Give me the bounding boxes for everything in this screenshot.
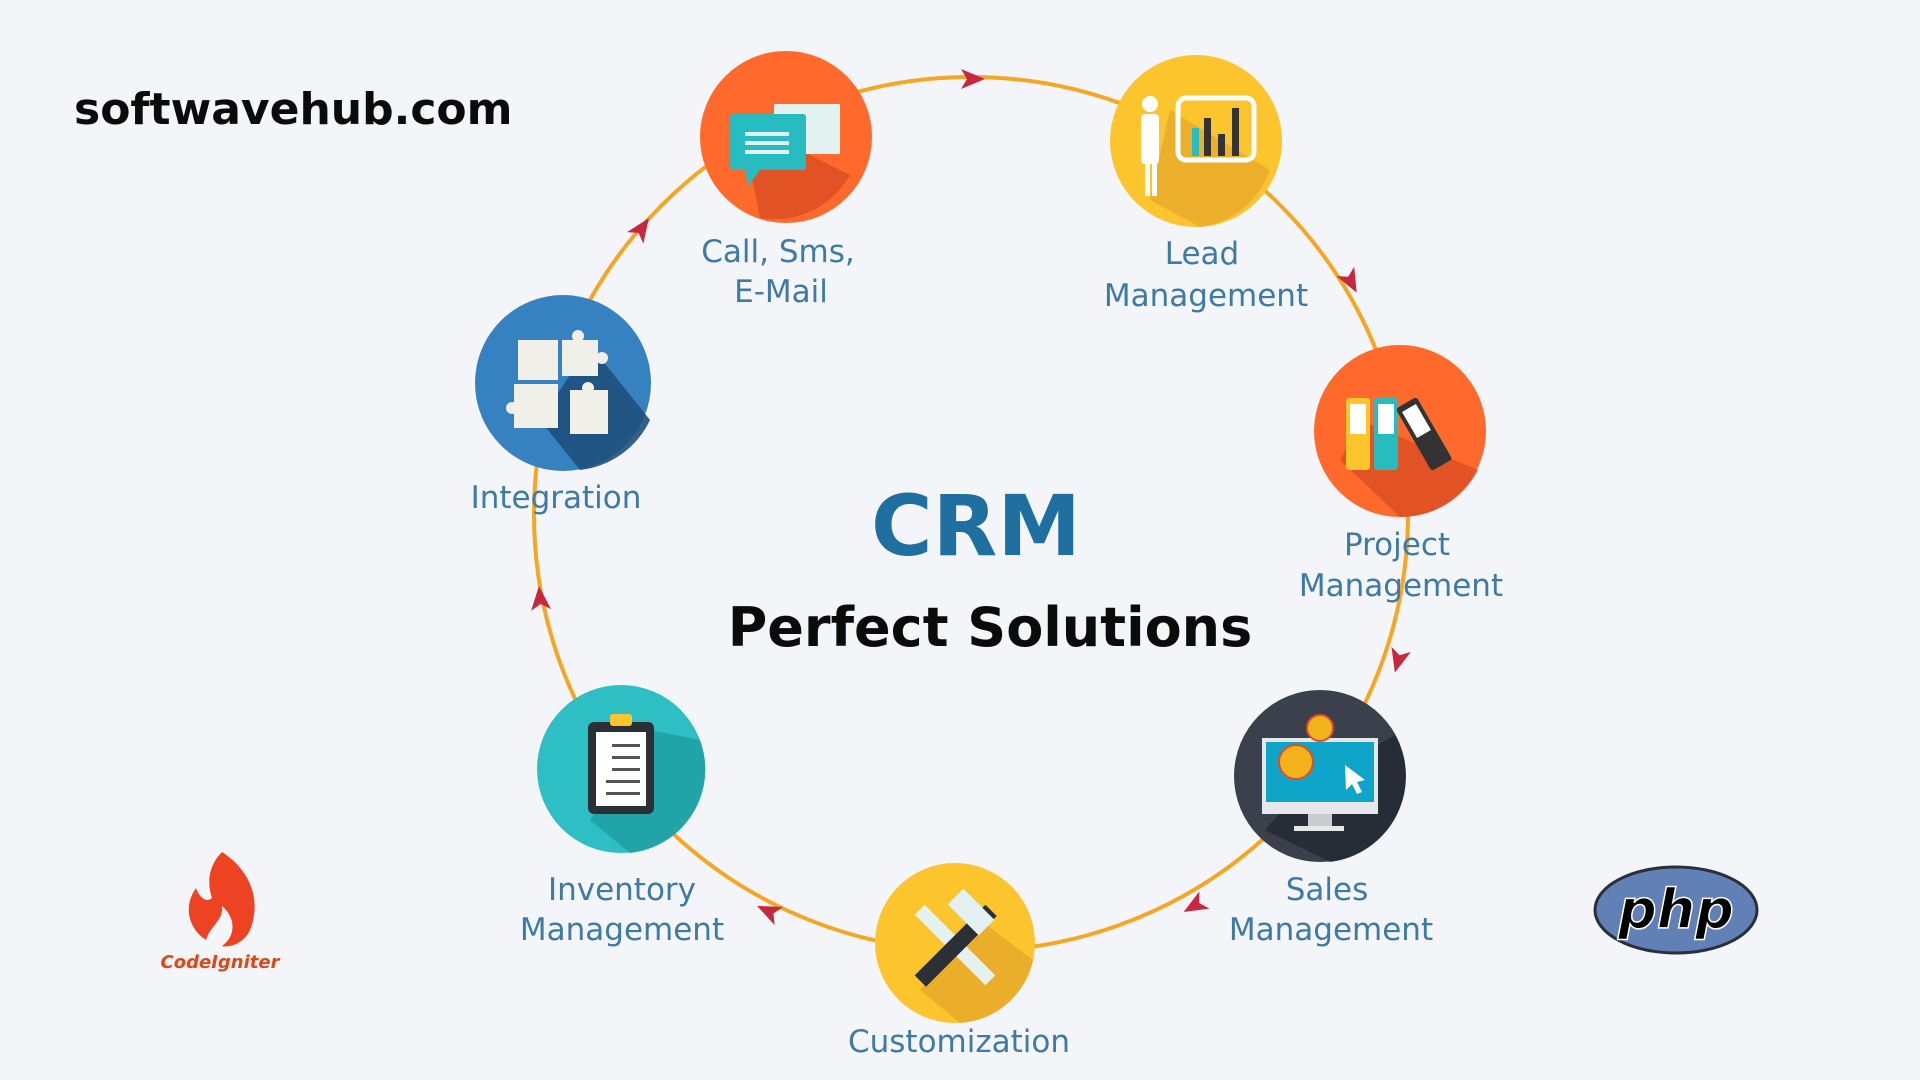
hammer-wrench-icon: [914, 888, 997, 987]
module-label: Project: [1344, 527, 1450, 563]
crm-subtitle: Perfect Solutions: [728, 596, 1253, 659]
flame-icon: [188, 852, 255, 947]
module-label: Call, Sms,: [701, 234, 854, 270]
module-label: Management: [520, 912, 724, 948]
arrow-icon: [757, 905, 784, 926]
module-label: Inventory: [548, 872, 696, 908]
arrow-icon: [626, 218, 649, 244]
arrow-icon: [1391, 646, 1411, 673]
php-logo: php: [1593, 865, 1759, 955]
module-integration: Integration: [471, 295, 651, 516]
module-label: Integration: [471, 480, 642, 516]
puzzle-icon: [506, 330, 608, 434]
arrow-icon: [1336, 266, 1357, 293]
flow-arrows: [531, 69, 1411, 926]
module-sales-management: Sales Management: [1229, 690, 1433, 948]
clipboard-icon: [588, 714, 654, 814]
module-label: Customization: [848, 1024, 1070, 1060]
module-call-sms-email: Call, Sms, E-Mail: [700, 51, 872, 310]
arrow-icon: [961, 69, 985, 89]
module-label: Management: [1104, 278, 1308, 314]
chat-bubbles-icon: [730, 104, 840, 186]
site-domain: softwavehub.com: [74, 84, 512, 135]
presentation-chart-icon: [1141, 95, 1257, 196]
monitor-dollar-icon: [1262, 714, 1378, 831]
binders-icon: [1346, 397, 1452, 471]
module-label: Sales: [1286, 872, 1369, 908]
module-label: Management: [1299, 568, 1503, 604]
module-label: Lead: [1165, 236, 1239, 272]
module-label: E-Mail: [734, 274, 828, 310]
codeigniter-logo: CodeIgniter: [161, 852, 281, 973]
module-inventory-management: Inventory Management: [520, 685, 724, 948]
crm-title: CRM: [871, 477, 1081, 575]
module-project-management: Project Management: [1299, 345, 1503, 604]
module-lead-management: Lead Management: [1104, 55, 1308, 314]
php-wordmark: php: [1617, 878, 1734, 941]
codeigniter-wordmark: CodeIgniter: [161, 952, 281, 973]
module-label: Management: [1229, 912, 1433, 948]
arrow-icon: [1183, 891, 1210, 912]
arrow-icon: [531, 586, 552, 611]
module-customization: Customization: [848, 863, 1070, 1060]
